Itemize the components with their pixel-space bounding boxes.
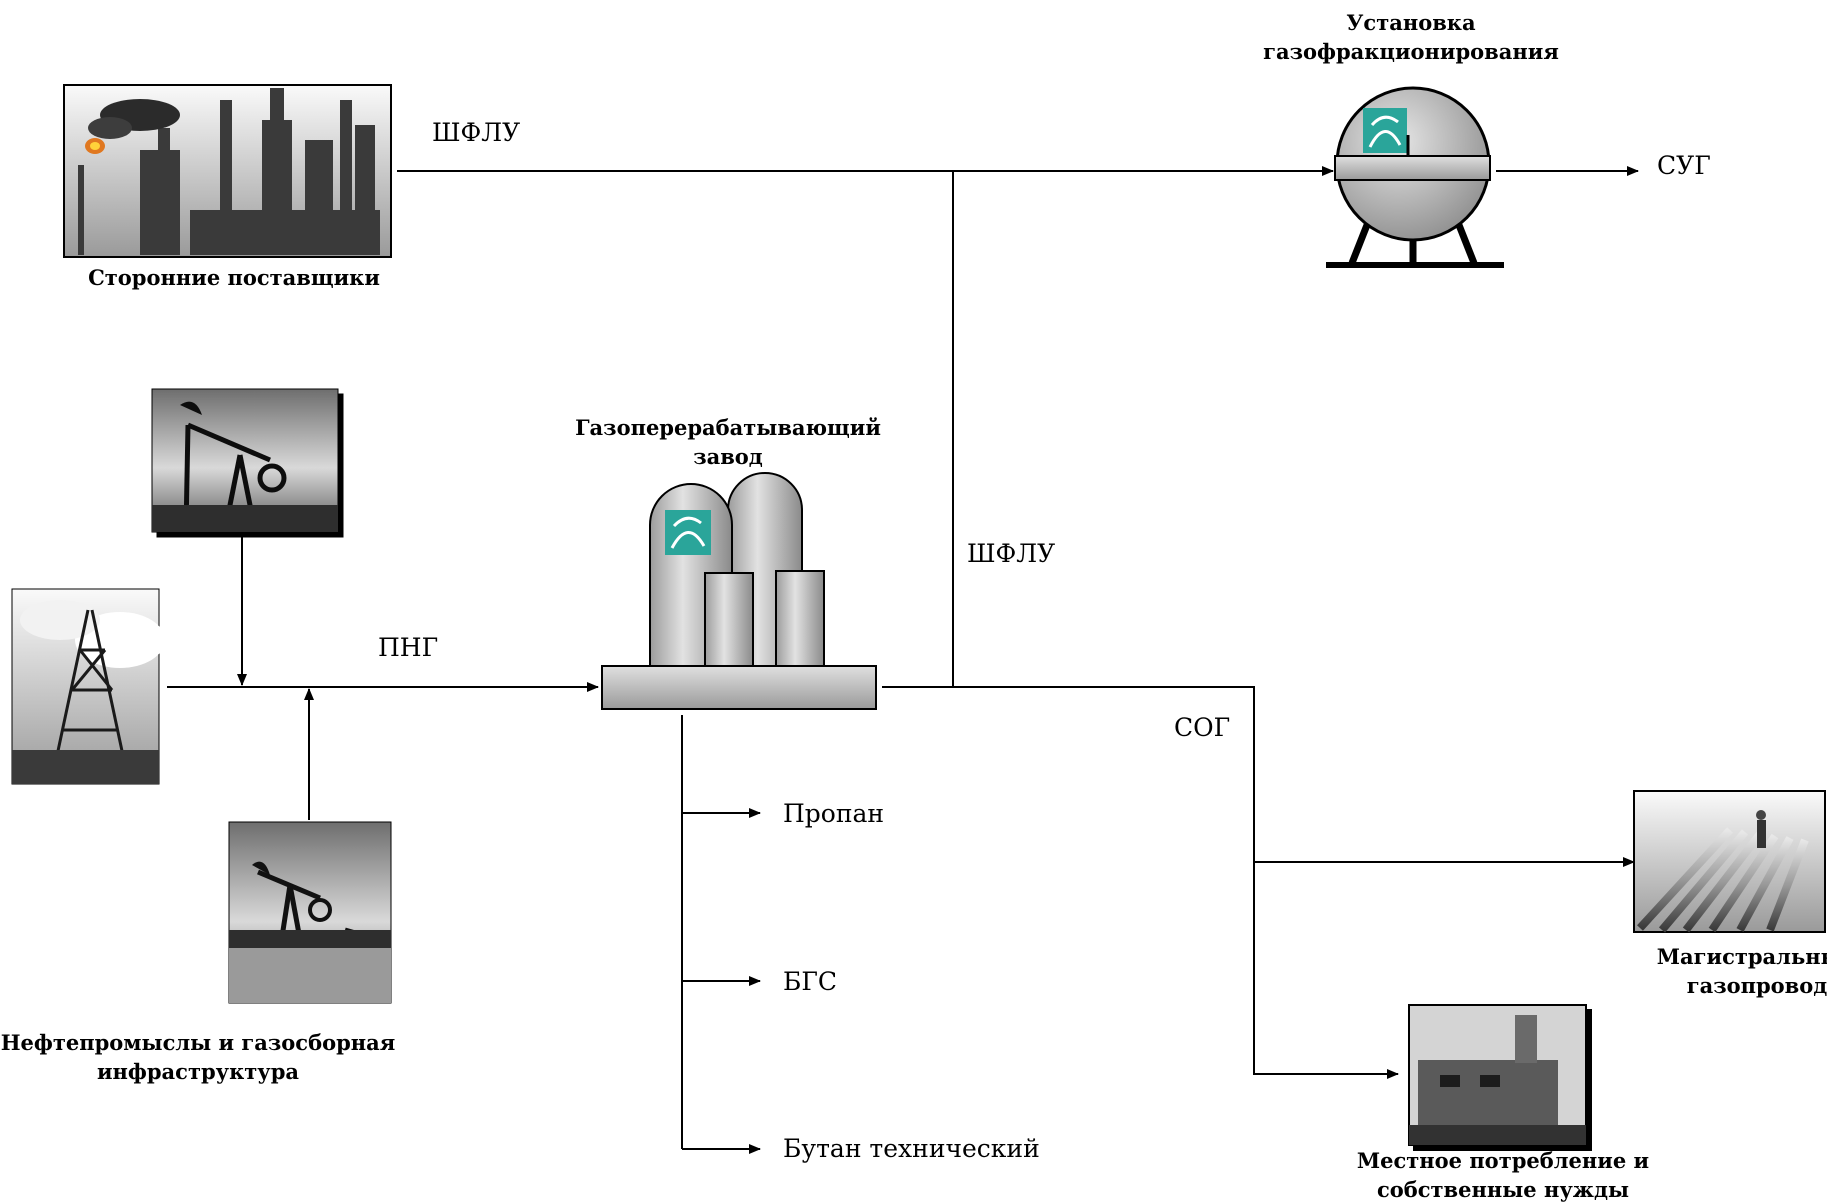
fractionation-caption-line2: газофракционирования <box>1263 39 1559 64</box>
local-facility-photo <box>1408 1004 1587 1146</box>
butane-label: Бутан технический <box>783 1134 1040 1163</box>
pumpjack-photo <box>151 388 339 533</box>
suppliers-photo <box>63 84 392 258</box>
bgs-label: БГС <box>783 967 837 996</box>
gpp-plant <box>601 472 877 710</box>
derrick-photo <box>11 588 165 785</box>
local-caption-line1: Местное потребление и <box>1357 1148 1649 1173</box>
local-caption-line2: собственные нужды <box>1377 1177 1629 1202</box>
company-logo-icon <box>1363 108 1410 155</box>
pipeline-caption-line1: Магистральный <box>1657 944 1827 969</box>
png-label: ПНГ <box>378 633 438 662</box>
shflu-mid-label: ШФЛУ <box>967 539 1055 568</box>
oilfield-photo <box>228 821 392 1004</box>
fractionation-caption-line1: Установка <box>1346 10 1476 35</box>
oilfields-caption-line1: Нефтепромыслы и газосборная <box>1 1030 396 1055</box>
sog-local-line <box>882 686 1399 1079</box>
flow-lines <box>167 166 1639 1154</box>
propane-label: Пропан <box>783 799 884 828</box>
suppliers-caption: Сторонние поставщики <box>88 265 380 290</box>
pipeline-caption-line2: газопровод <box>1687 973 1827 998</box>
gpp-caption-line2: завод <box>693 444 763 469</box>
sog-label: СОГ <box>1174 713 1230 742</box>
shflu-top-label: ШФЛУ <box>432 118 520 147</box>
sug-label: СУГ <box>1657 151 1711 180</box>
fractionation-vessel <box>1326 86 1504 268</box>
company-logo-icon <box>665 510 711 555</box>
pipeline-photo <box>1633 790 1826 933</box>
oilfields-caption-line2: инфраструктура <box>97 1059 299 1084</box>
gpp-caption-line1: Газоперерабатывающий <box>575 415 881 440</box>
